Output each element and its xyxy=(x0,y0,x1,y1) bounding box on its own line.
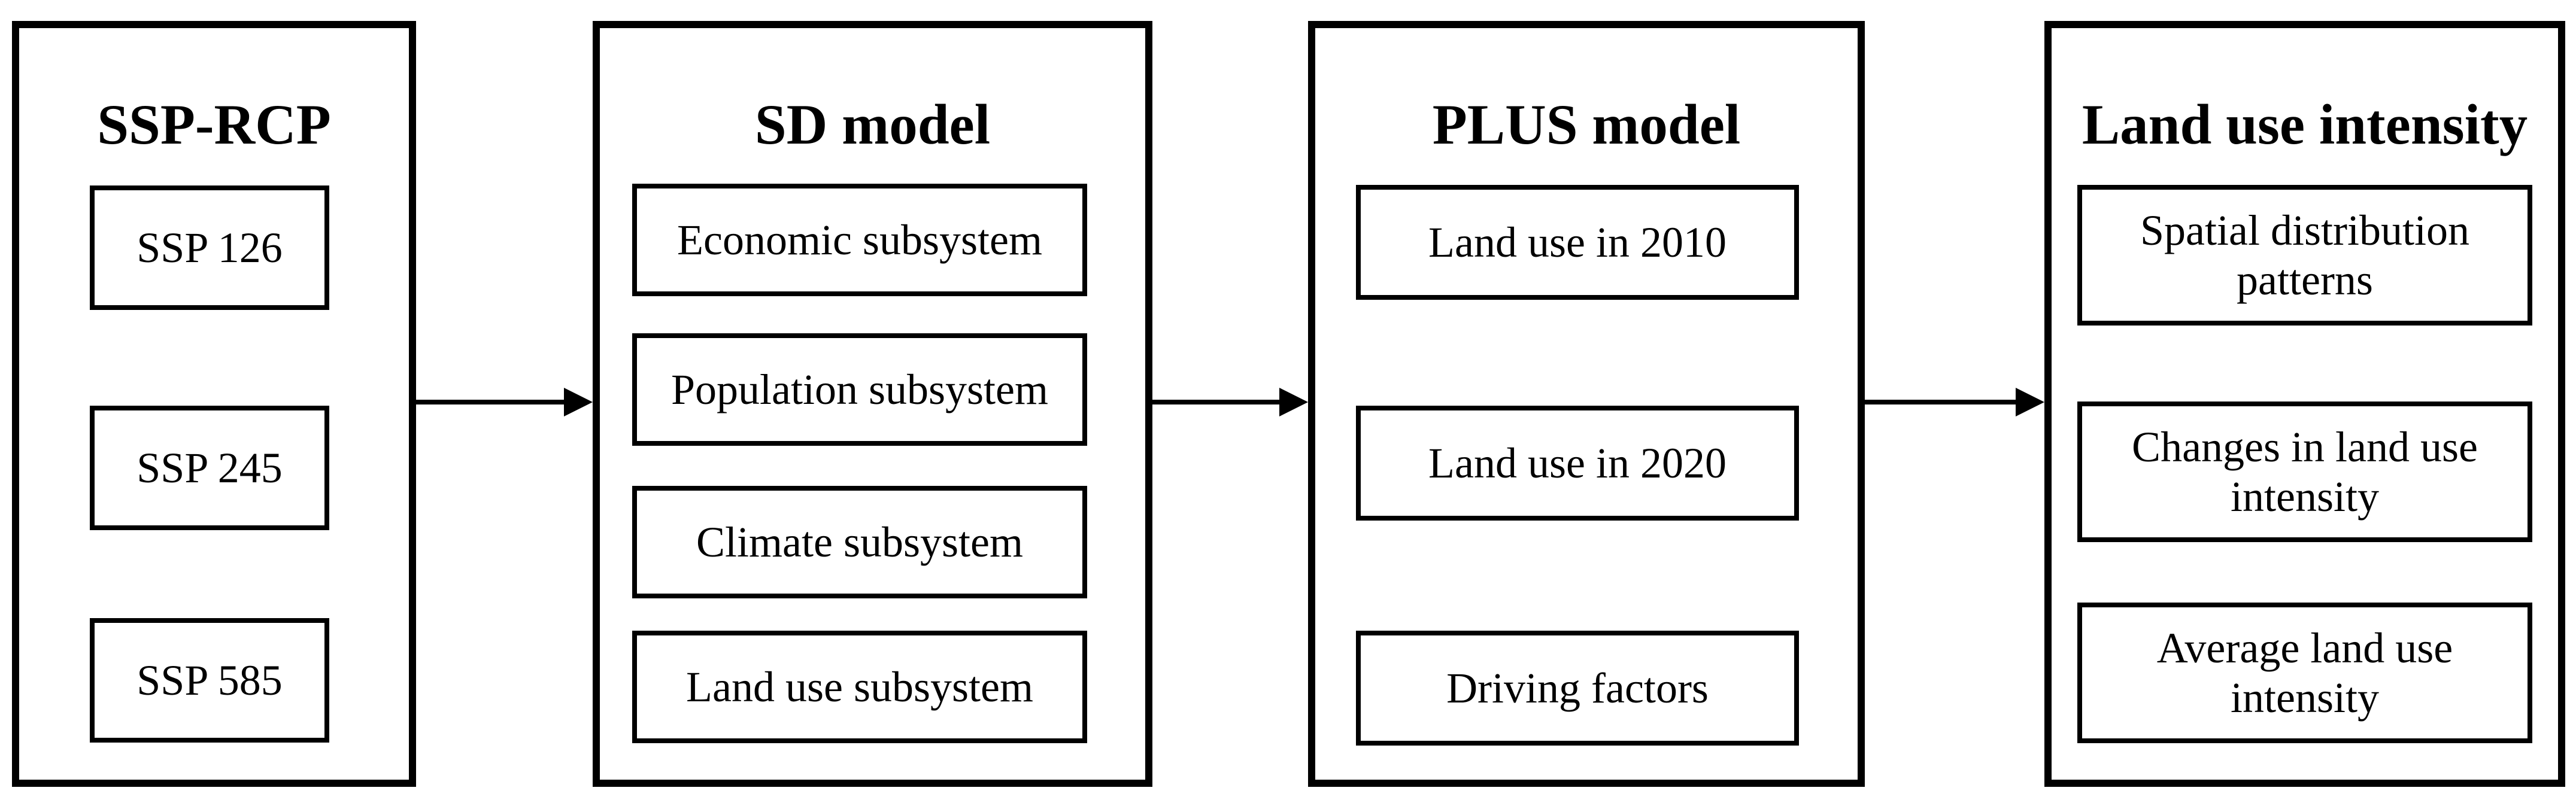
panel-title-sd-model: SD model xyxy=(754,92,991,156)
box-land-use-subsystem: Land use subsystem xyxy=(632,631,1087,743)
box-land-use-in-2020: Land use in 2020 xyxy=(1356,406,1799,521)
box-climate-subsystem: Climate subsystem xyxy=(632,486,1087,598)
box-land-use-in-2010-label: Land use in 2010 xyxy=(1428,218,1727,266)
box-ssp-126: SSP 126 xyxy=(90,185,329,310)
box-driving-factors-label: Driving factors xyxy=(1446,664,1709,712)
box-ssp-245-label: SSP 245 xyxy=(136,443,283,492)
panel-title-plus-model: PLUS model xyxy=(1432,92,1741,156)
arrow-head-icon xyxy=(564,388,593,416)
box-land-use-subsystem-label: Land use subsystem xyxy=(686,662,1033,711)
arrow-line xyxy=(1865,400,2016,404)
box-average-land-use-intensity-label: Average land use intensity xyxy=(2156,623,2453,722)
box-ssp-585: SSP 585 xyxy=(90,618,329,743)
box-ssp-245: SSP 245 xyxy=(90,406,329,530)
panel-land-use-intensity: Land use intensity Spatial distribution … xyxy=(2044,21,2565,787)
box-land-use-in-2010: Land use in 2010 xyxy=(1356,185,1799,300)
arrow-line xyxy=(1152,400,1279,404)
box-economic-subsystem-label: Economic subsystem xyxy=(677,215,1042,264)
box-population-subsystem: Population subsystem xyxy=(632,333,1087,446)
box-average-land-use-intensity: Average land use intensity xyxy=(2077,603,2532,743)
box-ssp-126-label: SSP 126 xyxy=(136,223,283,272)
arrow-sd-model-to-plus-model xyxy=(1152,388,1308,416)
box-population-subsystem-label: Population subsystem xyxy=(670,365,1049,413)
arrow-head-icon xyxy=(2016,388,2044,416)
panel-plus-model: PLUS model Land use in 2010 Land use in … xyxy=(1308,21,1865,787)
box-driving-factors: Driving factors xyxy=(1356,631,1799,746)
panel-ssp-rcp: SSP-RCP SSP 126 SSP 245 SSP 585 xyxy=(12,21,416,787)
arrow-head-icon xyxy=(1279,388,1308,416)
box-economic-subsystem: Economic subsystem xyxy=(632,184,1087,296)
box-ssp-585-label: SSP 585 xyxy=(136,656,283,704)
panel-title-land-use-intensity: Land use intensity xyxy=(2082,92,2528,156)
arrow-ssp-rcp-to-sd-model xyxy=(416,388,593,416)
box-changes-in-land-use-intensity: Changes in land use intensity xyxy=(2077,402,2532,542)
arrow-line xyxy=(416,400,564,404)
box-spatial-distribution-patterns-label: Spatial distribution patterns xyxy=(2140,206,2469,304)
box-land-use-in-2020-label: Land use in 2020 xyxy=(1428,439,1727,487)
box-spatial-distribution-patterns: Spatial distribution patterns xyxy=(2077,185,2532,326)
box-climate-subsystem-label: Climate subsystem xyxy=(696,518,1023,566)
box-changes-in-land-use-intensity-label: Changes in land use intensity xyxy=(2132,422,2478,521)
arrow-plus-model-to-land-use-intensity xyxy=(1865,388,2044,416)
panel-sd-model: SD model Economic subsystem Population s… xyxy=(593,21,1152,787)
panel-title-ssp-rcp: SSP-RCP xyxy=(97,92,331,156)
